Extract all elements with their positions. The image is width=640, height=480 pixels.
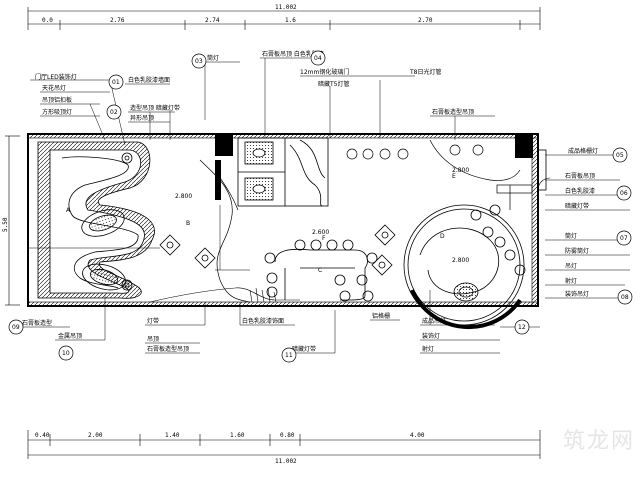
outer-walls [27, 133, 551, 307]
top-dim-2: 2.76 [110, 17, 125, 24]
toilet-block [237, 137, 329, 207]
label-grille-light: 成品格栅灯 [568, 147, 598, 155]
marker-02: 02 [110, 109, 118, 116]
bottom-overall-dimension: 11.002 [275, 458, 297, 465]
label-downlight: 筒灯 [207, 54, 219, 62]
label-gypsum-shaped: 石膏板造型吊顶 [432, 108, 474, 116]
marker-03: 03 [195, 58, 203, 65]
elevation-2: 2.600 [312, 229, 329, 236]
marker-07: 07 [620, 235, 628, 242]
label-square-light: 方形吸顶灯 [42, 108, 72, 116]
section-markers [8, 50, 633, 363]
label-r-hidden-strip: 暗藏灯带 [565, 202, 589, 210]
label-shaped-ceiling: 造型吊顶 暗藏灯带 [130, 104, 180, 112]
label-hidden-t5: 暗藏T5灯管 [318, 80, 349, 88]
bottom-dimension-chain [27, 430, 541, 459]
central-area [199, 159, 251, 303]
bottom-dim-2: 2.00 [88, 432, 103, 439]
top-dim-5: 2.70 [418, 17, 433, 24]
left-dimension-value: 5.50 [2, 217, 9, 232]
label-b-ceiling: 吊顶 [147, 336, 159, 343]
left-dimension [5, 135, 20, 306]
bottom-dim-5: 0.80 [280, 432, 295, 439]
label-b-spot: 射灯 [422, 345, 434, 353]
elevation-4: 2.800 [452, 167, 469, 174]
label-b-strip: 灯带 [147, 317, 159, 325]
label-led-entrance: 门厅LED装饰灯 [35, 73, 77, 81]
label-aluminium-ceiling: 吊顶铝扣板 [42, 96, 72, 104]
label-r-spot: 射灯 [565, 277, 577, 285]
room-code-e: E [452, 173, 456, 180]
elevation-1: 2.800 [175, 193, 192, 200]
marker-04: 04 [314, 55, 322, 62]
label-b-pendant: 成品吊灯 [422, 317, 446, 325]
marker-10: 10 [62, 350, 70, 357]
marker-11: 11 [285, 352, 293, 359]
marker-05: 05 [616, 152, 624, 159]
label-pendant: 天花吊灯 [42, 84, 66, 92]
marker-06: 06 [620, 190, 628, 197]
bottom-feature-wall [149, 287, 300, 303]
label-r-white-paint: 白色乳胶漆 [565, 187, 595, 195]
marker-12: 12 [518, 324, 526, 331]
room-code-c: C [318, 267, 322, 274]
label-glass-door: 12mm钢化玻璃门 [300, 68, 349, 76]
label-r-deco-pendant: 装饰吊灯 [565, 290, 589, 298]
top-overall-dimension: 11.002 [275, 4, 297, 11]
label-b-gypsum-shape: 石膏板造型 [22, 319, 52, 327]
elevation-3: 2.800 [452, 257, 469, 264]
label-b-alu-grille: 铝格栅 [372, 312, 390, 320]
central-counter [264, 239, 378, 302]
bottom-dim-6: 4.00 [410, 432, 425, 439]
label-r-downlight: 筒灯 [565, 232, 577, 240]
marker-09: 09 [12, 324, 20, 331]
label-r-gypsum: 石膏板吊顶 [565, 172, 595, 180]
label-gypsum-ceiling: 石膏板吊顶 白色乳胶漆 [262, 50, 324, 58]
label-r-antifog: 防雾筒灯 [565, 247, 589, 255]
watermark-text: 筑龙网 [563, 429, 636, 454]
right-circular-ceiling [403, 204, 526, 330]
bottom-dim-4: 1.60 [230, 432, 245, 439]
diamond-fixtures [159, 224, 396, 276]
left-room-serpentine-ceiling [28, 141, 160, 299]
room-code-f: F [322, 235, 326, 242]
label-r-pendant: 吊灯 [565, 262, 577, 270]
label-b-metal-ceiling: 金属吊顶 [58, 332, 82, 340]
bottom-dim-1: 0.40 [35, 432, 50, 439]
label-irregular-ceiling: 异形吊顶 [130, 114, 154, 122]
label-b-gypsum-ceiling: 石膏板造型吊顶 [147, 345, 189, 353]
room-code-d: D [440, 233, 445, 240]
top-dim-4: 1.6 [285, 17, 296, 24]
room-code-a: A [66, 207, 71, 214]
label-t8-tube: T8日光灯管 [409, 68, 441, 76]
corridor-downlights [346, 139, 533, 210]
room-code-b: B [186, 220, 190, 227]
label-white-paint: 白色乳胶漆墙面 [128, 76, 170, 84]
label-b-hidden-strip: 暗藏灯带 [292, 345, 316, 353]
top-dimension-chain [27, 7, 541, 30]
label-b-white-finish: 白色乳胶漆饰面 [242, 317, 284, 325]
label-b-deco-light: 装饰灯 [422, 332, 440, 340]
bottom-dim-3: 1.40 [165, 432, 180, 439]
top-dim-1: 0.0 [42, 17, 53, 24]
top-dim-3: 2.74 [205, 17, 220, 24]
marker-01: 01 [112, 79, 120, 86]
marker-08: 08 [621, 294, 629, 301]
